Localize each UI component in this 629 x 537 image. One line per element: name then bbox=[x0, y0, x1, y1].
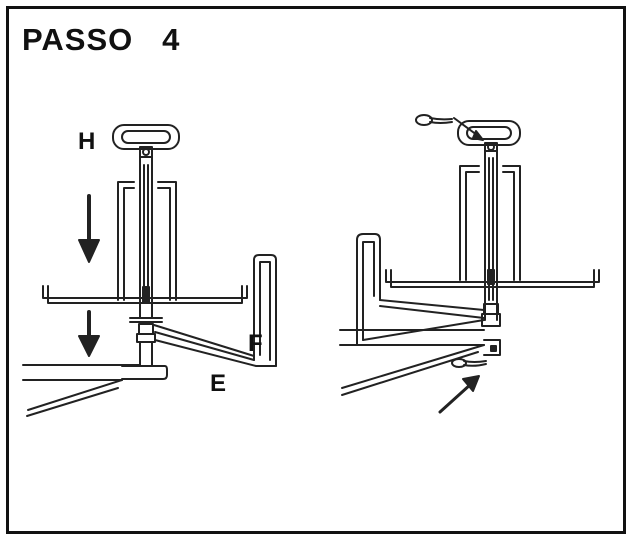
label-f: F bbox=[248, 330, 263, 357]
step-title: PASSO 4 bbox=[22, 22, 181, 57]
socket-e-left bbox=[121, 341, 168, 380]
label-h: H bbox=[78, 128, 96, 155]
lock-pin-left bbox=[139, 156, 153, 319]
collar-left bbox=[129, 317, 163, 343]
lock-pin-right bbox=[484, 150, 498, 321]
down-arrow-icon bbox=[78, 194, 100, 263]
cotter-pin-icon bbox=[415, 114, 484, 141]
diagram-frame bbox=[6, 6, 626, 534]
up-right-arrow-icon bbox=[438, 375, 480, 414]
cotter-pin-icon bbox=[451, 358, 487, 368]
side-bracket-right bbox=[356, 233, 381, 346]
t-handle-left bbox=[112, 124, 180, 158]
base-rail-left bbox=[22, 364, 141, 417]
collar-right bbox=[481, 303, 501, 327]
side-bracket-left bbox=[253, 254, 277, 367]
arm-f-right bbox=[362, 299, 485, 341]
label-e: E bbox=[210, 370, 227, 397]
arm-f-left bbox=[153, 324, 277, 367]
tray-left bbox=[42, 285, 248, 304]
down-arrow-icon bbox=[78, 310, 100, 357]
tray-right bbox=[385, 269, 600, 288]
t-handle-right bbox=[457, 120, 521, 152]
upright-frame-left bbox=[117, 181, 177, 301]
upright-frame-right bbox=[459, 165, 521, 281]
